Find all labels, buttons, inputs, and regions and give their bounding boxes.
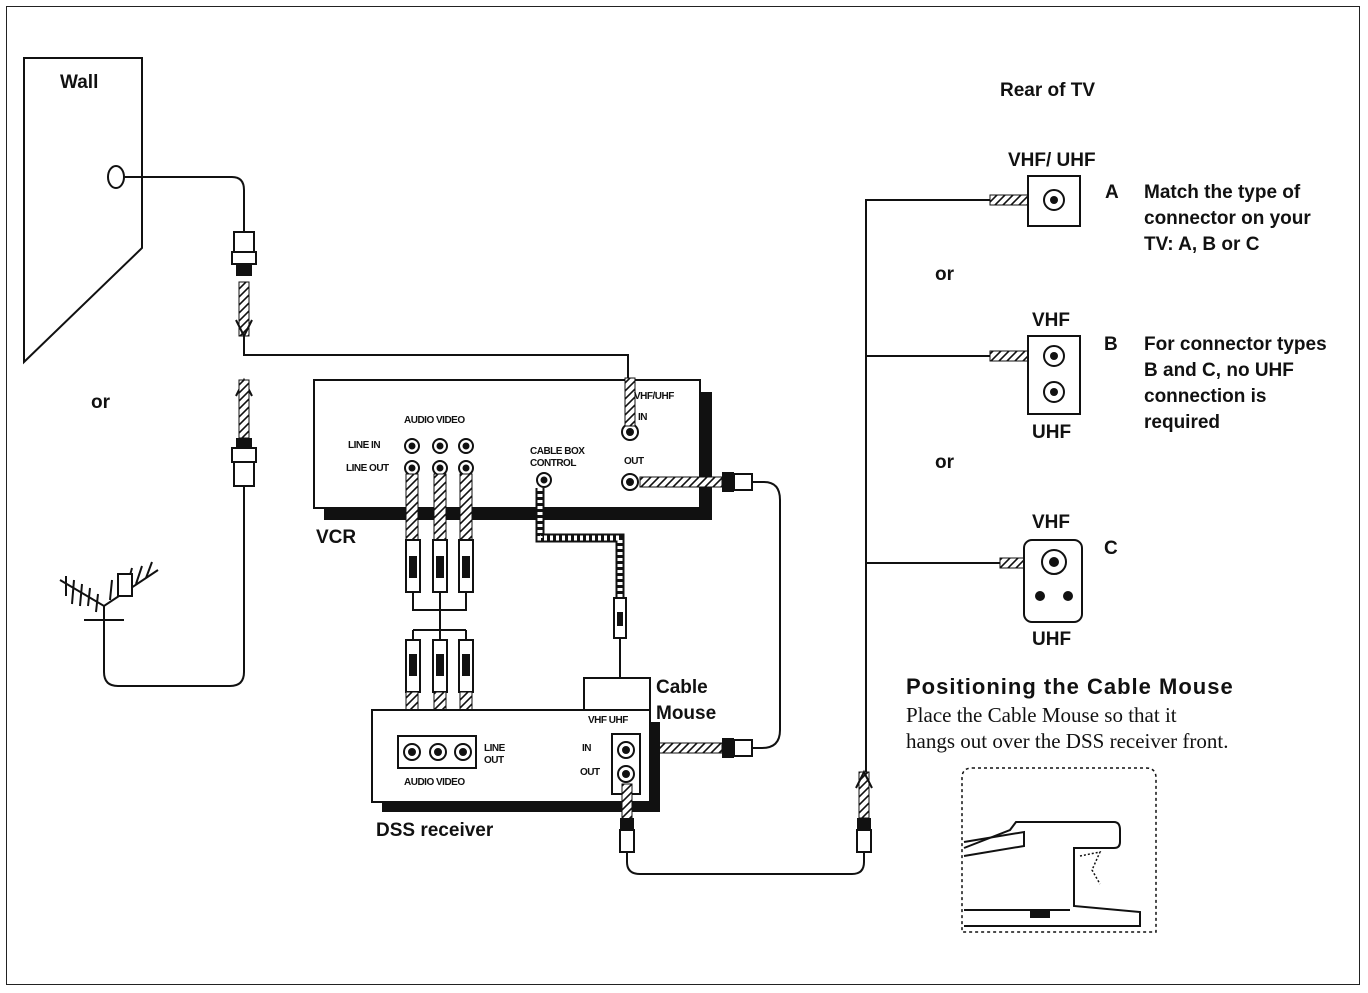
dss-out-cable — [619, 769, 873, 875]
vcr-rf-jacks — [536, 423, 639, 491]
tv-feed-lines — [865, 199, 1000, 772]
antenna-connector-icon — [231, 377, 257, 487]
tv-c-top-label: VHF — [1032, 512, 1070, 533]
vcr-in-label: IN — [638, 412, 648, 423]
rear-of-tv-label: Rear of TV — [1000, 80, 1096, 101]
vcr-out-label: OUT — [624, 456, 644, 467]
dss-jacks — [403, 741, 635, 783]
or-label-2: or — [935, 452, 954, 473]
tv-b-top-label: VHF — [1032, 310, 1070, 331]
wall-label: Wall — [60, 72, 99, 93]
tv-a-letter: A — [1105, 182, 1119, 203]
tv-c-bottom-label: UHF — [1032, 629, 1072, 650]
dss-receiver-label: DSS receiver — [376, 820, 494, 841]
tv-b-bottom-label: UHF — [1032, 422, 1072, 443]
wall-shape — [23, 57, 143, 365]
or-antenna-label: or — [91, 392, 110, 413]
vcr-cable-box-control-label: CABLE BOX CONTROL — [530, 446, 585, 469]
vcr-line-in-label: LINE IN — [348, 440, 381, 451]
dss-audio-video-label: AUDIO VIDEO — [404, 777, 465, 788]
cable-mouse-box — [583, 677, 651, 711]
tv-b-letter: B — [1104, 334, 1118, 355]
tv-a-top-label: VHF/ UHF — [1008, 150, 1096, 171]
wall-connector-icon — [231, 231, 257, 339]
cable-mouse-label: Cable Mouse — [656, 677, 717, 724]
tv-a-note: Match the type of connector on your TV: … — [1144, 182, 1311, 255]
vcr-out-cable — [639, 472, 781, 758]
vcr-in-coax — [624, 377, 636, 427]
wall-cable — [124, 176, 245, 232]
positioning-heading: Positioning the Cable Mouse — [906, 674, 1234, 699]
cable-box-control-cable — [535, 488, 627, 680]
diagram-frame — [6, 6, 1360, 985]
input-to-vcr-line — [243, 336, 629, 378]
dss-line-out-label: LINE OUT — [484, 743, 505, 766]
vcr-audio-video-label: AUDIO VIDEO — [404, 415, 465, 426]
cable-mouse-position-illustration — [961, 767, 1157, 933]
antenna-icon — [59, 561, 159, 628]
or-label-1: or — [935, 264, 954, 285]
tv-connector-a-icon — [989, 175, 1081, 227]
dss-vhf-uhf-label: VHF UHF — [588, 715, 628, 726]
wall-outlet-icon — [107, 165, 125, 189]
vcr-label: VCR — [316, 527, 357, 548]
dss-out-label: OUT — [580, 767, 600, 778]
tv-b-note: For connector types B and C, no UHF conn… — [1144, 334, 1327, 433]
positioning-text: Place the Cable Mouse so that it hangs o… — [906, 703, 1229, 753]
dss-in-label: IN — [582, 743, 592, 754]
tv-c-letter: C — [1104, 538, 1118, 559]
tv-connector-b-icon — [989, 335, 1081, 415]
tv-connector-c-icon — [999, 539, 1083, 623]
antenna-cable — [103, 486, 245, 687]
av-cables — [405, 473, 474, 741]
vcr-line-out-label: LINE OUT — [346, 463, 389, 474]
vcr-vhf-uhf-label: VHF/UHF — [634, 391, 674, 402]
